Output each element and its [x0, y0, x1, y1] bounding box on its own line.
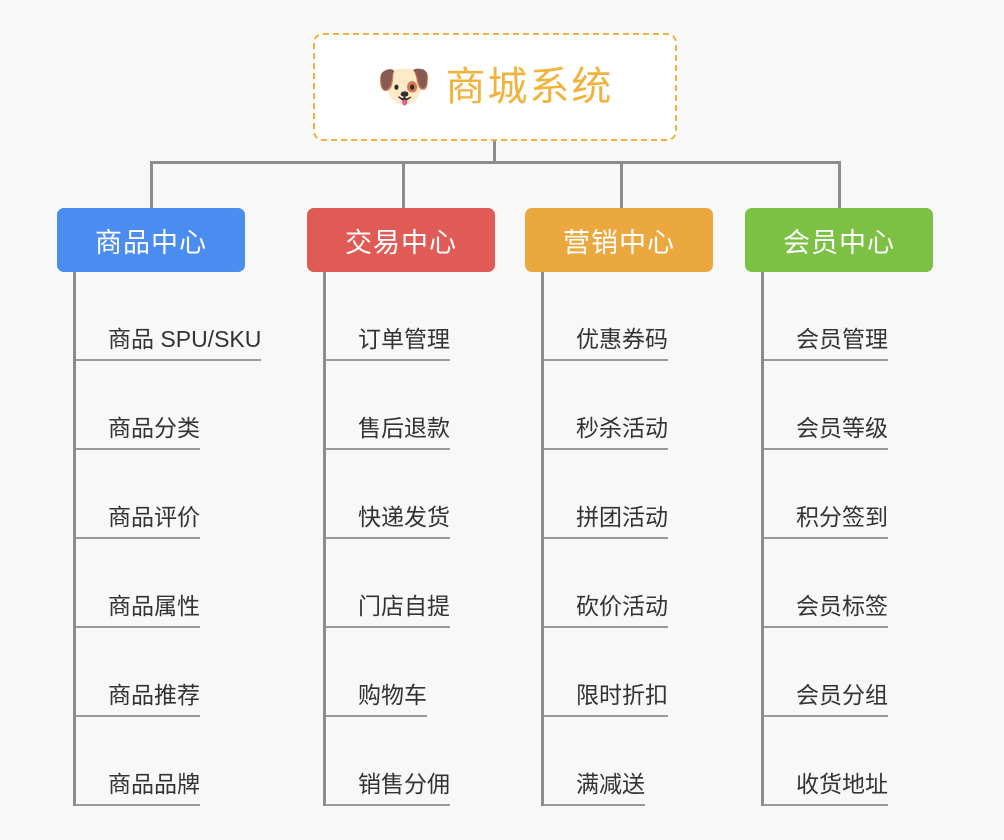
list-item[interactable]: 秒杀活动: [544, 361, 713, 450]
list-item[interactable]: 商品 SPU/SKU: [76, 272, 262, 361]
item-underline-connector: [326, 359, 358, 361]
item-underline-connector: [544, 537, 576, 539]
list-item-label: 积分签到: [796, 504, 888, 539]
item-underline-connector: [76, 359, 108, 361]
item-underline-connector: [76, 804, 108, 806]
list-item[interactable]: 销售分佣: [326, 717, 495, 806]
list-item-label: 快递发货: [358, 504, 450, 539]
item-underline-connector: [326, 537, 358, 539]
item-underline-connector: [76, 715, 108, 717]
column-header-trade-center[interactable]: 交易中心: [307, 208, 495, 272]
list-item-label: 销售分佣: [358, 771, 450, 806]
list-item-label: 收货地址: [796, 771, 888, 806]
list-item[interactable]: 收货地址: [764, 717, 933, 806]
column-items-member-center: 会员管理会员等级积分签到会员标签会员分组收货地址: [761, 272, 933, 806]
item-underline-connector: [764, 359, 796, 361]
list-item[interactable]: 会员等级: [764, 361, 933, 450]
item-underline-connector: [764, 626, 796, 628]
item-underline-connector: [764, 448, 796, 450]
list-item-label: 商品分类: [108, 415, 200, 450]
item-underline-connector: [76, 626, 108, 628]
list-item[interactable]: 订单管理: [326, 272, 495, 361]
list-item[interactable]: 会员分组: [764, 628, 933, 717]
column-header-label: 会员中心: [783, 227, 895, 258]
item-underline-connector: [544, 715, 576, 717]
column-header-member-center[interactable]: 会员中心: [745, 208, 933, 272]
item-underline-connector: [326, 715, 358, 717]
list-item[interactable]: 快递发货: [326, 450, 495, 539]
list-item[interactable]: 商品评价: [76, 450, 245, 539]
column-trade-center: 交易中心订单管理售后退款快递发货门店自提购物车销售分佣: [307, 208, 495, 806]
connector-drop-marketing-center: [620, 161, 623, 208]
list-item-label: 商品评价: [108, 504, 200, 539]
list-item-label: 限时折扣: [576, 682, 668, 717]
item-underline-connector: [764, 537, 796, 539]
list-item-label: 门店自提: [358, 593, 450, 628]
item-underline-connector: [326, 448, 358, 450]
item-underline-connector: [764, 804, 796, 806]
list-item-label: 售后退款: [358, 415, 450, 450]
connector-root-stem: [493, 141, 496, 163]
item-underline-connector: [76, 537, 108, 539]
list-item[interactable]: 满减送: [544, 717, 713, 806]
list-item-label: 会员管理: [796, 326, 888, 361]
root-node[interactable]: 🐶 商城系统: [313, 33, 677, 141]
list-item[interactable]: 砍价活动: [544, 539, 713, 628]
connector-horizontal-bus: [150, 161, 840, 164]
column-header-marketing-center[interactable]: 营销中心: [525, 208, 713, 272]
list-item-label: 优惠券码: [576, 326, 668, 361]
list-item-label: 会员等级: [796, 415, 888, 450]
list-item-label: 砍价活动: [576, 593, 668, 628]
list-item[interactable]: 商品推荐: [76, 628, 245, 717]
list-item-label: 订单管理: [358, 326, 450, 361]
column-items-trade-center: 订单管理售后退款快递发货门店自提购物车销售分佣: [323, 272, 495, 806]
item-underline-connector: [76, 448, 108, 450]
list-item[interactable]: 商品品牌: [76, 717, 245, 806]
column-header-product-center[interactable]: 商品中心: [57, 208, 245, 272]
list-item-label: 会员标签: [796, 593, 888, 628]
column-items-marketing-center: 优惠券码秒杀活动拼团活动砍价活动限时折扣满减送: [541, 272, 713, 806]
list-item[interactable]: 商品分类: [76, 361, 245, 450]
list-item[interactable]: 售后退款: [326, 361, 495, 450]
column-product-center: 商品中心商品 SPU/SKU 商品分类商品评价商品属性商品推荐商品品牌: [57, 208, 262, 806]
item-underline-connector: [326, 804, 358, 806]
list-item[interactable]: 会员管理: [764, 272, 933, 361]
list-item-label: 商品属性: [108, 593, 200, 628]
list-item[interactable]: 限时折扣: [544, 628, 713, 717]
list-item[interactable]: 购物车: [326, 628, 495, 717]
list-item-label: 商品品牌: [108, 771, 200, 806]
list-item-label: 满减送: [576, 771, 645, 806]
list-item[interactable]: 商品属性: [76, 539, 245, 628]
connector-drop-member-center: [838, 161, 841, 208]
list-item-label: 购物车: [358, 682, 427, 717]
column-marketing-center: 营销中心优惠券码秒杀活动拼团活动砍价活动限时折扣满减送: [525, 208, 713, 806]
list-item-label: 商品 SPU/SKU: [108, 326, 262, 361]
item-underline-connector: [544, 626, 576, 628]
column-items-product-center: 商品 SPU/SKU 商品分类商品评价商品属性商品推荐商品品牌: [73, 272, 262, 806]
list-item[interactable]: 优惠券码: [544, 272, 713, 361]
list-item-label: 秒杀活动: [576, 415, 668, 450]
connector-drop-trade-center: [402, 161, 405, 208]
item-underline-connector: [544, 359, 576, 361]
root-title: 商城系统: [445, 65, 614, 109]
item-underline-connector: [544, 804, 576, 806]
dog-face-icon: 🐶: [376, 62, 432, 111]
list-item-label: 拼团活动: [576, 504, 668, 539]
list-item[interactable]: 会员标签: [764, 539, 933, 628]
connector-drop-product-center: [150, 161, 153, 208]
item-underline-connector: [764, 715, 796, 717]
list-item[interactable]: 拼团活动: [544, 450, 713, 539]
column-header-label: 营销中心: [563, 227, 675, 258]
list-item-label: 商品推荐: [108, 682, 200, 717]
column-header-label: 商品中心: [95, 227, 207, 258]
column-member-center: 会员中心会员管理会员等级积分签到会员标签会员分组收货地址: [745, 208, 933, 806]
list-item[interactable]: 门店自提: [326, 539, 495, 628]
item-underline-connector: [326, 626, 358, 628]
list-item[interactable]: 积分签到: [764, 450, 933, 539]
item-underline-connector: [544, 448, 576, 450]
column-header-label: 交易中心: [345, 227, 457, 258]
list-item-label: 会员分组: [796, 682, 888, 717]
